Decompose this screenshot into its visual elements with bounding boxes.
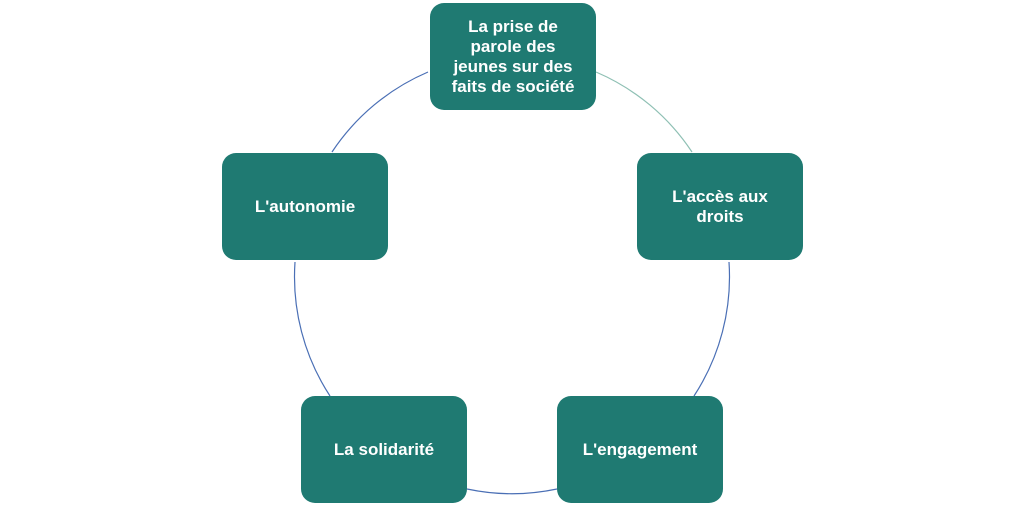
node-label: La solidarité	[333, 439, 435, 459]
connector-arc-right-bottomright	[693, 261, 731, 397]
connector-arc-left-top	[331, 71, 429, 153]
node-prise-de-parole: La prise de parole des jeunes sur des fa…	[430, 3, 596, 110]
node-label: L'autonomie	[254, 196, 356, 216]
node-acces-aux-droits: L'accès aux droits	[637, 153, 803, 260]
node-engagement: L'engagement	[557, 396, 723, 503]
connector-arc-bottomright-bottomleft	[466, 488, 558, 495]
node-label: La prise de parole des jeunes sur des fa…	[451, 16, 575, 96]
node-label: L'accès aux droits	[672, 186, 768, 226]
connector-arc-bottomleft-left	[293, 261, 331, 397]
connector-arc-top-right	[595, 71, 693, 153]
node-autonomie: L'autonomie	[222, 153, 388, 260]
node-solidarite: La solidarité	[301, 396, 467, 503]
node-label: L'engagement	[582, 439, 698, 459]
